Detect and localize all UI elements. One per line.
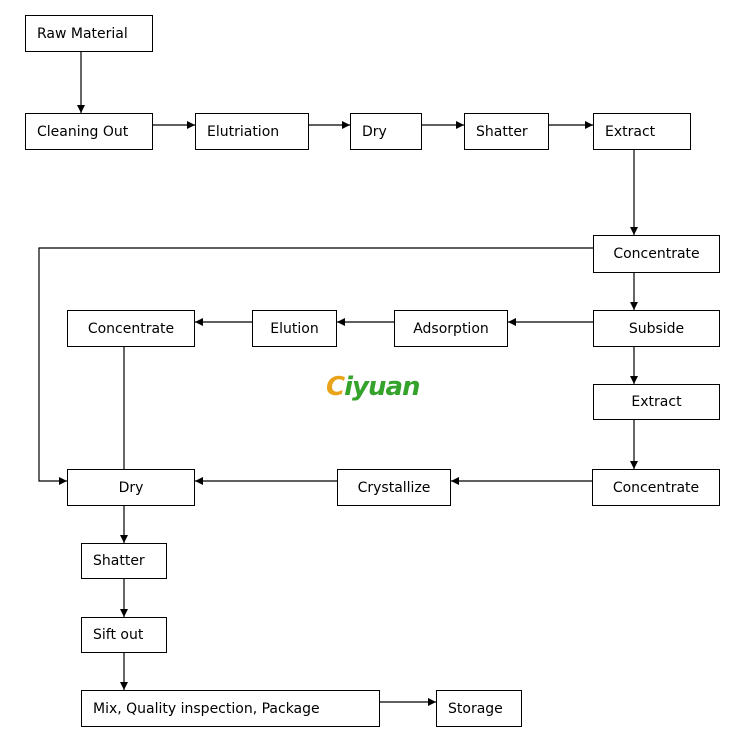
node-raw-material: Raw Material <box>25 15 153 52</box>
node-shatter-top: Shatter <box>464 113 549 150</box>
node-concentrate-left: Concentrate <box>67 310 195 347</box>
arrow-concentrate-bypass-to-dry <box>38 247 593 485</box>
node-mix-quality-package: Mix, Quality inspection, Package <box>81 690 380 727</box>
node-dry-top: Dry <box>350 113 422 150</box>
node-concentrate-right: Concentrate <box>593 235 720 273</box>
logo-letters-iyuan: iyuan <box>344 372 420 402</box>
node-shatter-bottom: Shatter <box>81 543 167 579</box>
ciyuan-logo: Ciyuan <box>326 372 421 402</box>
node-extract-mid: Extract <box>593 384 720 420</box>
node-elutriation: Elutriation <box>195 113 309 150</box>
node-concentrate-lower: Concentrate <box>592 469 720 506</box>
node-subside: Subside <box>593 310 720 347</box>
node-extract-top: Extract <box>593 113 691 150</box>
node-elution: Elution <box>252 310 337 347</box>
node-crystallize: Crystallize <box>337 469 451 506</box>
node-dry-bottom: Dry <box>67 469 195 506</box>
logo-letter-c: C <box>326 372 345 402</box>
node-storage: Storage <box>436 690 522 727</box>
node-cleaning-out: Cleaning Out <box>25 113 153 150</box>
node-adsorption: Adsorption <box>394 310 508 347</box>
node-sift-out: Sift out <box>81 617 167 653</box>
